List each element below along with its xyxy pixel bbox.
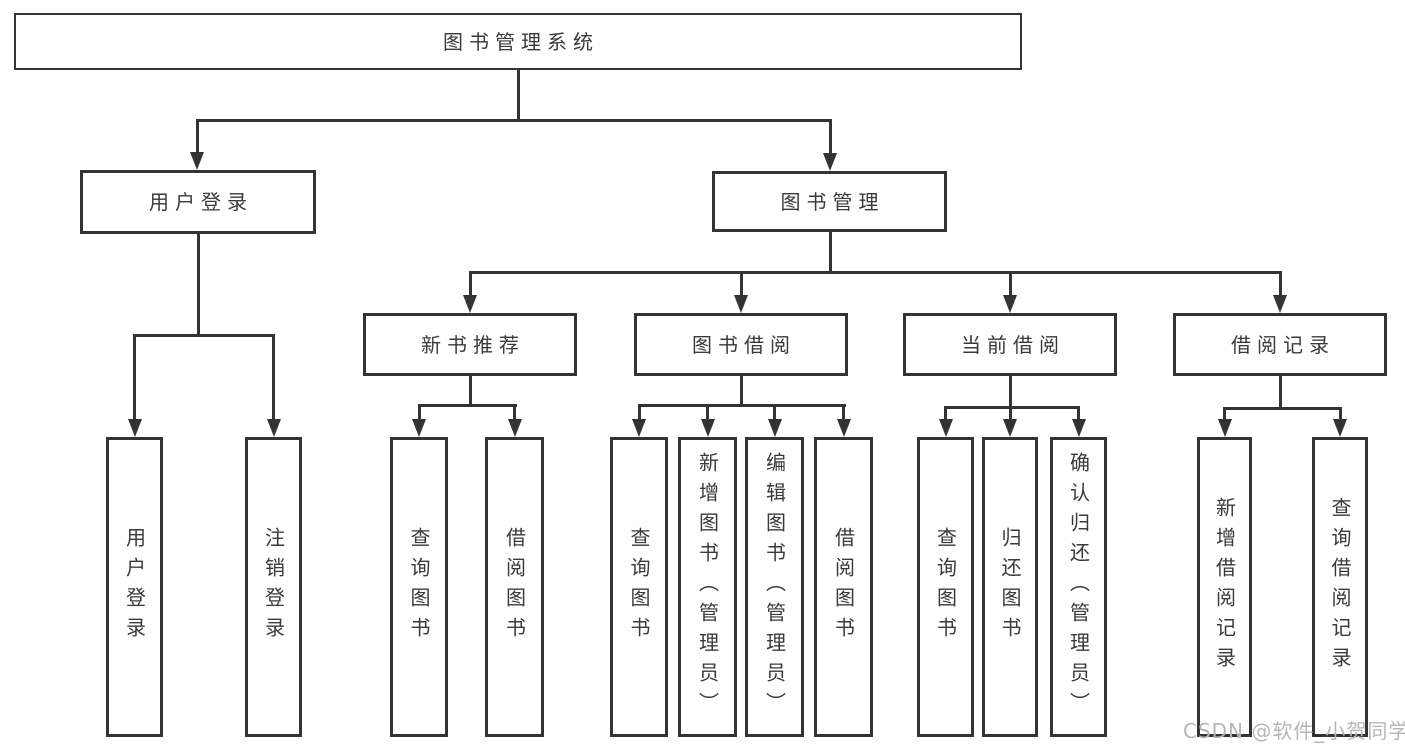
connector-current-borrow-stem: [1008, 376, 1012, 409]
node-new-books: 新书推荐: [363, 313, 577, 376]
connector-stem-new-books: [468, 270, 472, 297]
leaf-records-query: 查询借阅记录: [1312, 437, 1368, 737]
node-book-borrow-label: 图书借阅: [692, 332, 796, 357]
leaf-new-books-query-label: 查询图书: [407, 527, 431, 647]
connector-root-hline: [195, 118, 832, 122]
leaf-borrow-query: 查询图书: [610, 437, 668, 737]
connector-root-right-stem: [828, 118, 832, 155]
connector-current-borrow-stem-3: [1077, 406, 1080, 421]
connector-book-mgmt-stem: [828, 232, 832, 274]
leaf-borrow-edit-admin-label: 编辑图书（管理员）: [762, 452, 787, 722]
connector-user-login-stem-1: [133, 333, 136, 421]
arrow-to-current-borrow-leaf-2: [1003, 419, 1017, 437]
node-new-books-label: 新书推荐: [421, 332, 525, 357]
arrow-to-borrow-records-leaf-2: [1333, 419, 1347, 437]
arrow-to-book-borrow-leaf-3: [767, 419, 782, 437]
node-current-borrow: 当前借阅: [903, 313, 1117, 376]
connector-stem-book-borrow: [739, 270, 743, 297]
leaf-borrow-book-label: 借阅图书: [831, 527, 856, 647]
arrow-to-user-login: [190, 152, 204, 170]
node-book-mgmt-label: 图书管理: [780, 189, 885, 214]
leaf-borrow-add-admin: 新增图书（管理员）: [678, 437, 737, 737]
node-root-label: 图书管理系统: [443, 29, 599, 54]
csdn-watermark: CSDN @软件_小贺同学: [1183, 719, 1405, 743]
arrow-to-book-borrow-leaf-2: [700, 419, 715, 437]
connector-book-borrow-stem-1: [637, 404, 641, 421]
leaf-current-return-label: 归还图书: [998, 527, 1022, 647]
node-user-login: 用户登录: [80, 170, 316, 234]
arrow-to-current-borrow-leaf-3: [1071, 419, 1086, 437]
connector-root-left-stem: [195, 118, 199, 154]
leaf-records-add-label: 新增借阅记录: [1212, 497, 1237, 677]
leaf-new-books-query: 查询图书: [390, 437, 448, 737]
node-user-login-label: 用户登录: [149, 190, 253, 214]
arrow-to-user-login-leaf-1: [127, 419, 142, 437]
connector-borrow-records-stem-2: [1338, 407, 1342, 421]
leaf-records-add: 新增借阅记录: [1197, 437, 1252, 737]
connector-borrow-records-hline: [1223, 407, 1342, 410]
leaf-current-query: 查询图书: [917, 437, 974, 737]
arrow-to-current-borrow-leaf-1: [938, 419, 953, 437]
leaf-user-login: 用户登录: [106, 437, 163, 737]
connector-current-borrow-hline: [944, 406, 1080, 409]
arrow-to-new-books-leaf-1: [412, 419, 426, 437]
arrow-to-book-borrow: [734, 295, 748, 313]
leaf-current-confirm-admin: 确认归还（管理员）: [1050, 437, 1107, 737]
connector-user-login-stem-2: [272, 333, 275, 421]
connector-borrow-records-stem-1: [1223, 407, 1226, 421]
arrow-to-book-borrow-leaf-1: [632, 419, 646, 437]
leaf-borrow-add-admin-label: 新增图书（管理员）: [695, 452, 720, 722]
leaf-records-query-label: 查询借阅记录: [1328, 497, 1352, 677]
connector-current-borrow-stem-1: [944, 406, 947, 421]
node-borrow-records-label: 借阅记录: [1231, 332, 1335, 357]
connector-root-stem: [516, 70, 520, 122]
leaf-user-login-label: 用户登录: [122, 527, 147, 647]
leaf-logout: 注销登录: [245, 437, 302, 737]
node-root: 图书管理系统: [14, 13, 1022, 70]
arrow-to-new-books-leaf-2: [507, 419, 522, 437]
arrow-to-new-books: [463, 295, 477, 313]
leaf-new-books-borrow: 借阅图书: [485, 437, 544, 737]
connector-current-borrow-stem-2: [1008, 406, 1012, 421]
connector-book-borrow-stem-4: [842, 404, 845, 421]
connector-book-borrow-stem-2: [706, 404, 709, 421]
connector-book-borrow-stem-3: [773, 404, 776, 421]
connector-user-login-hline: [133, 333, 275, 337]
node-book-borrow: 图书借阅: [634, 313, 848, 376]
connector-new-books-stem-1: [417, 404, 421, 421]
connector-book-borrow-hline: [637, 404, 846, 407]
leaf-current-confirm-admin-label: 确认归还（管理员）: [1066, 452, 1091, 722]
leaf-borrow-book: 借阅图书: [814, 437, 873, 737]
leaf-borrow-edit-admin: 编辑图书（管理员）: [745, 437, 804, 737]
node-borrow-records: 借阅记录: [1173, 313, 1387, 376]
leaf-current-query-label: 查询图书: [933, 527, 958, 647]
arrow-to-current-borrow: [1003, 295, 1017, 313]
node-book-mgmt: 图书管理: [712, 171, 947, 232]
connector-borrow-records-stem: [1278, 376, 1282, 410]
arrow-to-borrow-records-leaf-1: [1217, 419, 1232, 437]
connector-new-books-stem: [468, 376, 472, 407]
connector-book-mgmt-hline: [468, 270, 1282, 274]
leaf-borrow-query-label: 查询图书: [627, 527, 651, 647]
connector-book-borrow-stem: [739, 376, 743, 407]
connector-new-books-stem-2: [513, 404, 516, 421]
connector-user-login-stem: [196, 234, 200, 337]
arrow-to-book-mgmt: [823, 153, 837, 171]
connector-stem-borrow-records: [1278, 270, 1282, 297]
arrow-to-borrow-records: [1273, 295, 1287, 313]
leaf-new-books-borrow-label: 借阅图书: [502, 527, 527, 647]
connector-new-books-hline: [417, 404, 517, 407]
leaf-current-return: 归还图书: [982, 437, 1038, 737]
connector-stem-current-borrow: [1008, 270, 1012, 297]
arrow-to-user-login-leaf-2: [266, 419, 281, 437]
leaf-logout-label: 注销登录: [261, 527, 286, 647]
arrow-to-book-borrow-leaf-4: [836, 419, 851, 437]
node-current-borrow-label: 当前借阅: [961, 332, 1065, 357]
